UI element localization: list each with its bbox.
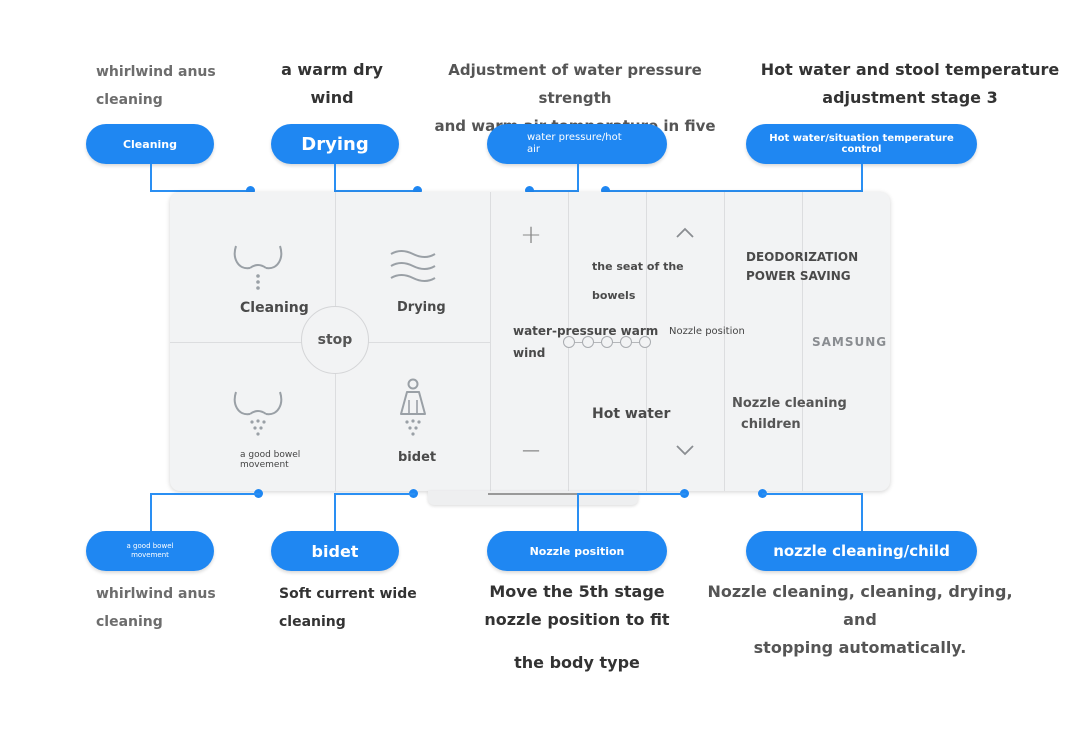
drying-connector (334, 164, 418, 192)
chevron-up-icon[interactable] (676, 227, 694, 239)
divider (490, 192, 491, 491)
bidet-label: bidet (398, 450, 437, 465)
hot-water-label: Hot water (592, 406, 671, 422)
bowel-description: whirlwind anus cleaning (96, 586, 216, 630)
water-pressure-label: water-pressure warm wind (513, 324, 659, 360)
temperature-connector-dot (601, 186, 610, 195)
bidet-connector (334, 493, 415, 533)
samsung-logo: SAMSUNG (812, 335, 888, 349)
cleaning-button[interactable]: Cleaning (170, 192, 335, 342)
bidet-description: Soft current wide cleaning (279, 586, 417, 630)
nozzle-cleaning-label: Nozzle cleaning (732, 396, 847, 411)
pressure-connector-dot (525, 186, 534, 195)
bowel-movement-pill: a good bowel movement (86, 531, 214, 571)
cleaning-pill: Cleaning (86, 124, 214, 164)
drying-description: a warm dry wind (281, 60, 383, 107)
drying-connector-dot (413, 186, 422, 195)
level-step (563, 336, 575, 348)
level-step (620, 336, 632, 348)
pressure-connector (530, 164, 579, 192)
stop-label: stop (317, 332, 353, 348)
bowels-label: bowels (592, 289, 636, 302)
bowel-movement-button[interactable]: a good bowel movement (170, 342, 335, 491)
nozzle-clean-connector (762, 493, 863, 533)
nozzle-connector (577, 493, 686, 533)
divider (724, 192, 725, 491)
level-step (639, 336, 651, 348)
cleaning-connector (150, 164, 252, 192)
cleaning-description: whirlwind anus cleaning (96, 64, 216, 108)
cleaning-icon (233, 245, 283, 290)
temperature-pill: Hot water/situation temperature control (746, 124, 977, 164)
cleaning-connector-dot (246, 186, 255, 195)
drying-label: Drying (397, 300, 446, 315)
nozzle-description: Move the 5th stage nozzle position to fi… (484, 582, 670, 629)
level-step (582, 336, 594, 348)
nozzle-position-label: Nozzle position (669, 326, 745, 337)
nozzle-cleaning-pill: nozzle cleaning/child (746, 531, 977, 571)
bowel-movement-label: a good bowel movement (240, 450, 301, 470)
pressure-down-button[interactable]: — (522, 440, 540, 461)
bowel-movement-icon (233, 391, 283, 436)
divider (802, 192, 803, 491)
bidet-button[interactable]: bidet (335, 342, 490, 491)
seat-label: the seat of the (592, 260, 684, 273)
drying-button[interactable]: Drying (335, 192, 490, 342)
children-label: children (741, 417, 801, 432)
level-indicator (563, 336, 653, 348)
stop-button[interactable]: stop (301, 306, 369, 374)
bidet-pill: bidet (271, 531, 399, 571)
temperature-description: Hot water and stool temperature adjustme… (760, 60, 1060, 107)
deodorization-label: DEODORIZATION (746, 250, 859, 264)
temperature-connector (606, 164, 863, 192)
pressure-pill: water pressure/hot air (487, 124, 667, 164)
nozzle-position-pill: Nozzle position (487, 531, 667, 571)
warm-air-icon (390, 250, 436, 282)
cleaning-label: Cleaning (240, 300, 309, 316)
chevron-down-icon[interactable] (676, 444, 694, 456)
drying-pill: Drying (271, 124, 399, 164)
remote-control-panel: Cleaning Drying a good bowel movement bi… (170, 192, 890, 491)
bowel-connector (150, 493, 260, 533)
power-saving-label: POWER SAVING (746, 269, 851, 283)
pressure-up-button[interactable]: + (520, 220, 542, 250)
level-step (601, 336, 613, 348)
nozzle-cleaning-description: Nozzle cleaning, cleaning, drying, and s… (707, 582, 1013, 657)
nozzle-description-extra: the body type (514, 653, 640, 672)
bidet-person-icon (400, 378, 426, 436)
